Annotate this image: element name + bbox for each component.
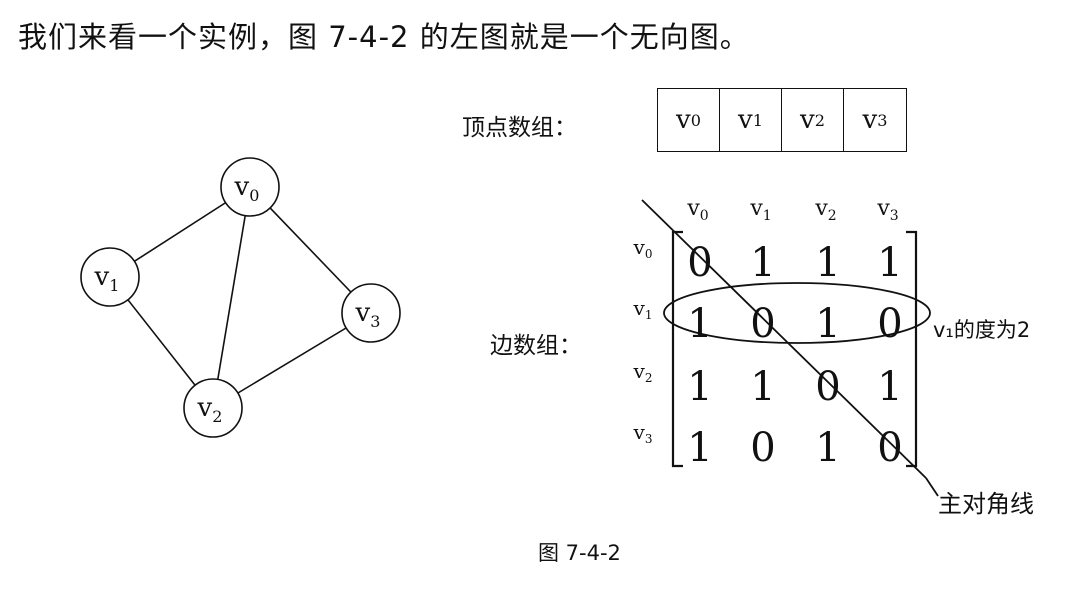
vertex-array-label: 顶点数组： [462,115,577,141]
graph-node-label-v0: v0 [234,172,260,205]
edge-array-label: 边数组： [490,333,582,359]
matrix-col-header-1: v1 [749,196,771,224]
matrix-cell-0-1: 1 [750,240,775,286]
degree-annotation: v₁的度为2 [933,318,1031,342]
matrix-cell-2-2: 0 [815,364,840,410]
matrix-cell-1-1: 0 [750,301,775,347]
matrix-cell-0-3: 1 [877,240,902,286]
matrix-left-bracket [671,230,683,468]
matrix-cell-3-3: 0 [877,425,902,471]
matrix-cell-2-1: 1 [750,364,775,410]
matrix-row-header-3: v3 [633,420,653,446]
row-v1-highlight-ellipse [663,282,931,344]
matrix-row-header-1: v1 [633,296,653,322]
matrix-cell-2-0: 1 [687,364,712,410]
main-diagonal-line [641,199,927,479]
diagonal-annotation: 主对角线 [938,490,1034,518]
matrix-cell-3-1: 0 [750,425,775,471]
graph-node-v0 [220,157,280,217]
graph-node-v3 [341,283,401,343]
matrix-cell-1-0: 1 [687,301,712,347]
matrix-row-header-0: v0 [633,235,653,261]
matrix-right-bracket [906,230,918,468]
matrix-cell-1-2: 1 [815,301,840,347]
matrix-cell-0-2: 1 [815,240,840,286]
matrix-row-header-2: v2 [633,359,653,385]
matrix-cell-1-3: 0 [877,301,902,347]
matrix-cell-3-0: 1 [687,425,712,471]
graph-node-label-v3: v3 [355,298,381,331]
graph-node-label-v1: v1 [94,262,120,295]
graph-node-label-v2: v2 [197,393,223,426]
matrix-col-header-3: v3 [876,196,898,224]
matrix-col-header-0: v0 [686,196,708,224]
matrix-cell-2-3: 1 [877,364,902,410]
graph-node-v1 [80,247,140,307]
matrix-col-header-2: v2 [814,196,836,224]
graph-edge-v0-v2 [212,186,251,409]
diagonal-leader-line [925,477,939,497]
graph-node-v2 [183,378,243,438]
intro-text: 我们来看一个实例，图 7-4-2 的左图就是一个无向图。 [18,20,750,54]
graph-edge-v2-v3 [212,312,372,409]
matrix-cell-3-2: 1 [815,425,840,471]
figure-caption: 图 7-4-2 [538,541,621,565]
